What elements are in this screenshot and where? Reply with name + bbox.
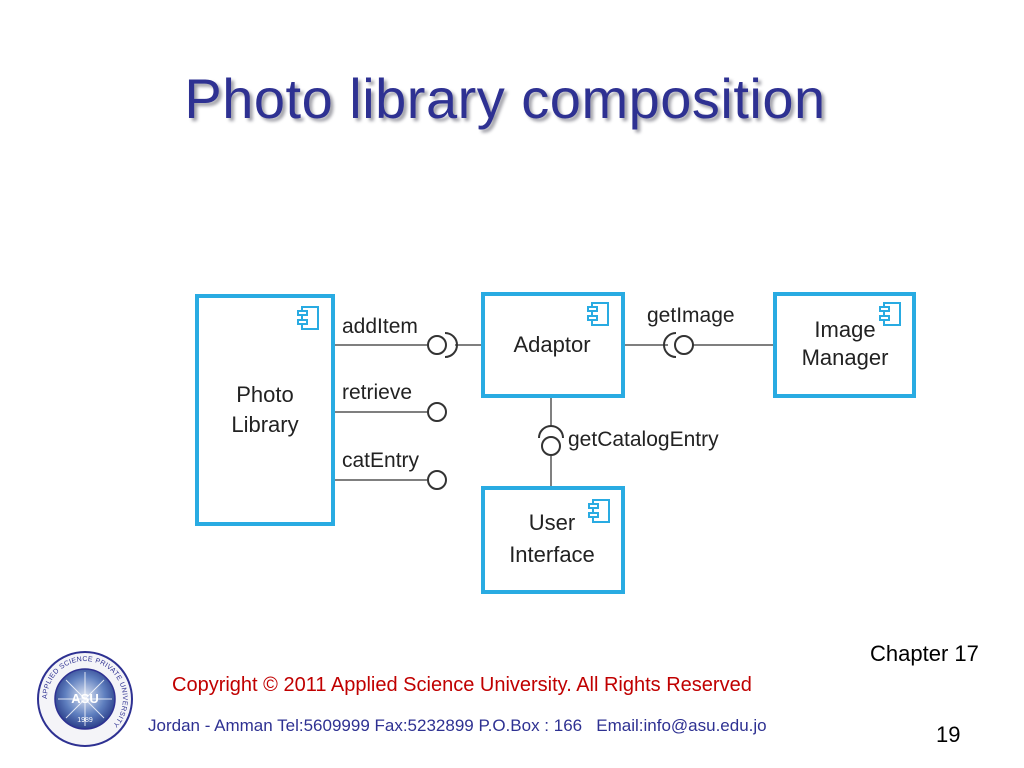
adaptor-label: Adaptor bbox=[513, 332, 590, 357]
retrieve-interface-ball bbox=[427, 402, 447, 422]
getimage-interface-ball bbox=[674, 335, 694, 355]
user-interface-label-line2: Interface bbox=[509, 542, 595, 567]
getcatalogentry-interface-label: getCatalogEntry bbox=[568, 428, 719, 451]
user-interface-component bbox=[481, 486, 625, 594]
additem-interface-label: addItem bbox=[342, 315, 418, 338]
image-manager-label-line2: Manager bbox=[802, 345, 889, 370]
photo-library-label-line2: Library bbox=[231, 412, 298, 437]
additem-interface-ball bbox=[427, 335, 447, 355]
chapter-label: Chapter 17 bbox=[870, 641, 979, 666]
slide-title: Photo library composition bbox=[184, 67, 826, 130]
user-interface-label-line1: User bbox=[529, 510, 575, 535]
catalog-interface-socket bbox=[538, 425, 564, 439]
photo-library-label-line1: Photo bbox=[236, 382, 294, 407]
getimage-interface-socket bbox=[663, 332, 677, 358]
retrieve-interface-label: retrieve bbox=[342, 381, 412, 404]
photo-library-component bbox=[195, 294, 335, 526]
image-manager-label-line1: Image bbox=[814, 317, 875, 342]
catalog-interface-ball bbox=[541, 436, 561, 456]
photo-library-component-icon bbox=[297, 306, 319, 330]
logo-year-text: 1989 bbox=[77, 717, 93, 724]
adaptor-component-icon bbox=[587, 302, 609, 326]
catentry-interface-ball bbox=[427, 470, 447, 490]
additem-interface-socket bbox=[444, 332, 458, 358]
getimage-interface-label: getImage bbox=[647, 304, 735, 327]
user-interface-component-icon bbox=[588, 499, 610, 523]
catentry-interface-label: catEntry bbox=[342, 449, 420, 472]
copyright-notice: Copyright © 2011 Applied Science Univers… bbox=[172, 674, 752, 696]
contact-address: Jordan - Amman Tel:5609999 Fax:5232899 P… bbox=[148, 716, 767, 735]
image-manager-component-icon bbox=[879, 302, 901, 326]
university-logo: APPLIED SCIENCE PRIVATE UNIVERSITY ASU 1… bbox=[37, 651, 133, 747]
page-number: 19 bbox=[936, 722, 961, 747]
logo-asu-text: ASU bbox=[71, 691, 98, 706]
